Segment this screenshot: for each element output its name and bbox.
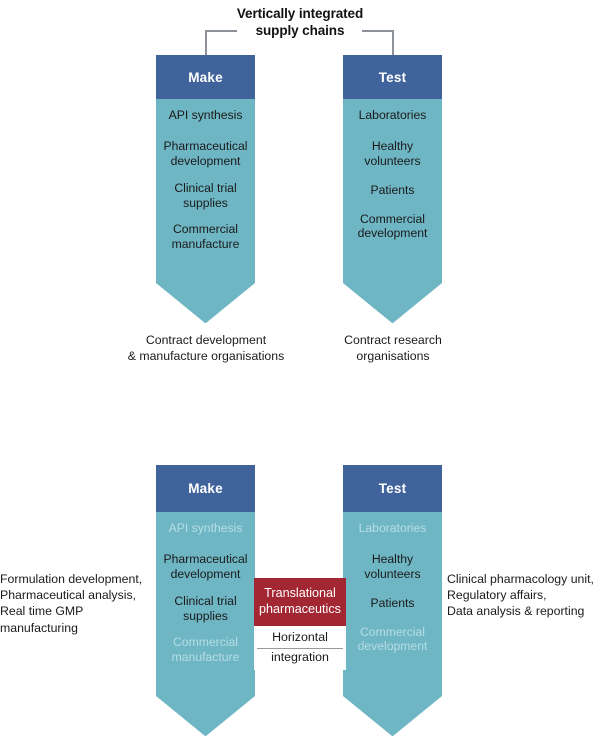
top-make-stage-1: Pharmaceutical development: [163, 138, 248, 168]
bottom-left-capabilities: Formulation development, Pharmaceutical …: [0, 572, 143, 635]
bottom-test-header: Test: [343, 465, 442, 512]
bottom-make-arrow-tip: [156, 696, 255, 736]
bracket-right-horizontal: [362, 30, 394, 32]
top-make-stage-0: API synthesis: [168, 108, 243, 122]
top-test-arrow: Test Laboratories Healthy volunteers Pat…: [343, 55, 442, 323]
bottom-make-stage-0: API synthesis: [168, 521, 243, 535]
bottom-make-body: API synthesis Pharmaceutical development…: [156, 512, 255, 696]
top-test-stage-2: Patients: [370, 182, 415, 197]
bracket-right-vertical: [392, 30, 394, 58]
top-test-header: Test: [343, 55, 442, 99]
top-make-arrow: Make API synthesis Pharmaceutical develo…: [156, 55, 255, 323]
top-test-arrow-tip: [343, 283, 442, 323]
bottom-make-header: Make: [156, 465, 255, 512]
top-test-stage-1: Healthy volunteers: [364, 138, 421, 168]
top-test-stage-0: Laboratories: [358, 108, 427, 122]
bottom-test-stage-0: Laboratories: [358, 521, 427, 535]
top-test-body: Laboratories Healthy volunteers Patients…: [343, 99, 442, 283]
bottom-test-arrow: Test Laboratories Healthy volunteers Pat…: [343, 465, 442, 736]
top-make-body: API synthesis Pharmaceutical development…: [156, 99, 255, 283]
top-make-caption: Contract development & manufacture organ…: [127, 333, 285, 363]
bottom-test-stage-3: Commercial development: [357, 624, 428, 654]
translational-pharmaceutics-box: Translational pharmaceutics: [254, 578, 346, 626]
bottom-make-arrow: Make API synthesis Pharmaceutical develo…: [156, 465, 255, 736]
top-test-stage-3: Commercial development: [357, 211, 428, 241]
bottom-make-stage-2: Clinical trial supplies: [174, 593, 237, 623]
bottom-test-body: Laboratories Healthy volunteers Patients…: [343, 512, 442, 696]
horizontal-integration-line2: integration: [271, 650, 329, 664]
bracket-title: Vertically integrated supply chains: [236, 6, 364, 38]
top-make-header: Make: [156, 55, 255, 99]
horizontal-integration-rule: [257, 647, 343, 649]
top-test-caption: Contract research organisations: [344, 333, 442, 363]
bottom-test-arrow-tip: [343, 696, 442, 736]
bottom-test-stage-2: Patients: [370, 595, 415, 610]
bottom-make-stage-3: Commercial manufacture: [171, 635, 240, 665]
top-make-stage-2: Clinical trial supplies: [174, 180, 237, 210]
bottom-test-stage-1: Healthy volunteers: [364, 551, 421, 581]
horizontal-integration-line1: Horizontal: [272, 630, 328, 645]
horizontal-integration-label: Horizontal integration: [254, 626, 346, 670]
top-make-arrow-tip: [156, 283, 255, 323]
bracket-left-horizontal: [205, 30, 237, 32]
bracket-left-vertical: [205, 30, 207, 58]
top-make-stage-3: Commercial manufacture: [171, 222, 240, 252]
bottom-make-stage-1: Pharmaceutical development: [163, 551, 248, 581]
bottom-right-capabilities: Clinical pharmacology unit, Regulatory a…: [447, 572, 594, 619]
